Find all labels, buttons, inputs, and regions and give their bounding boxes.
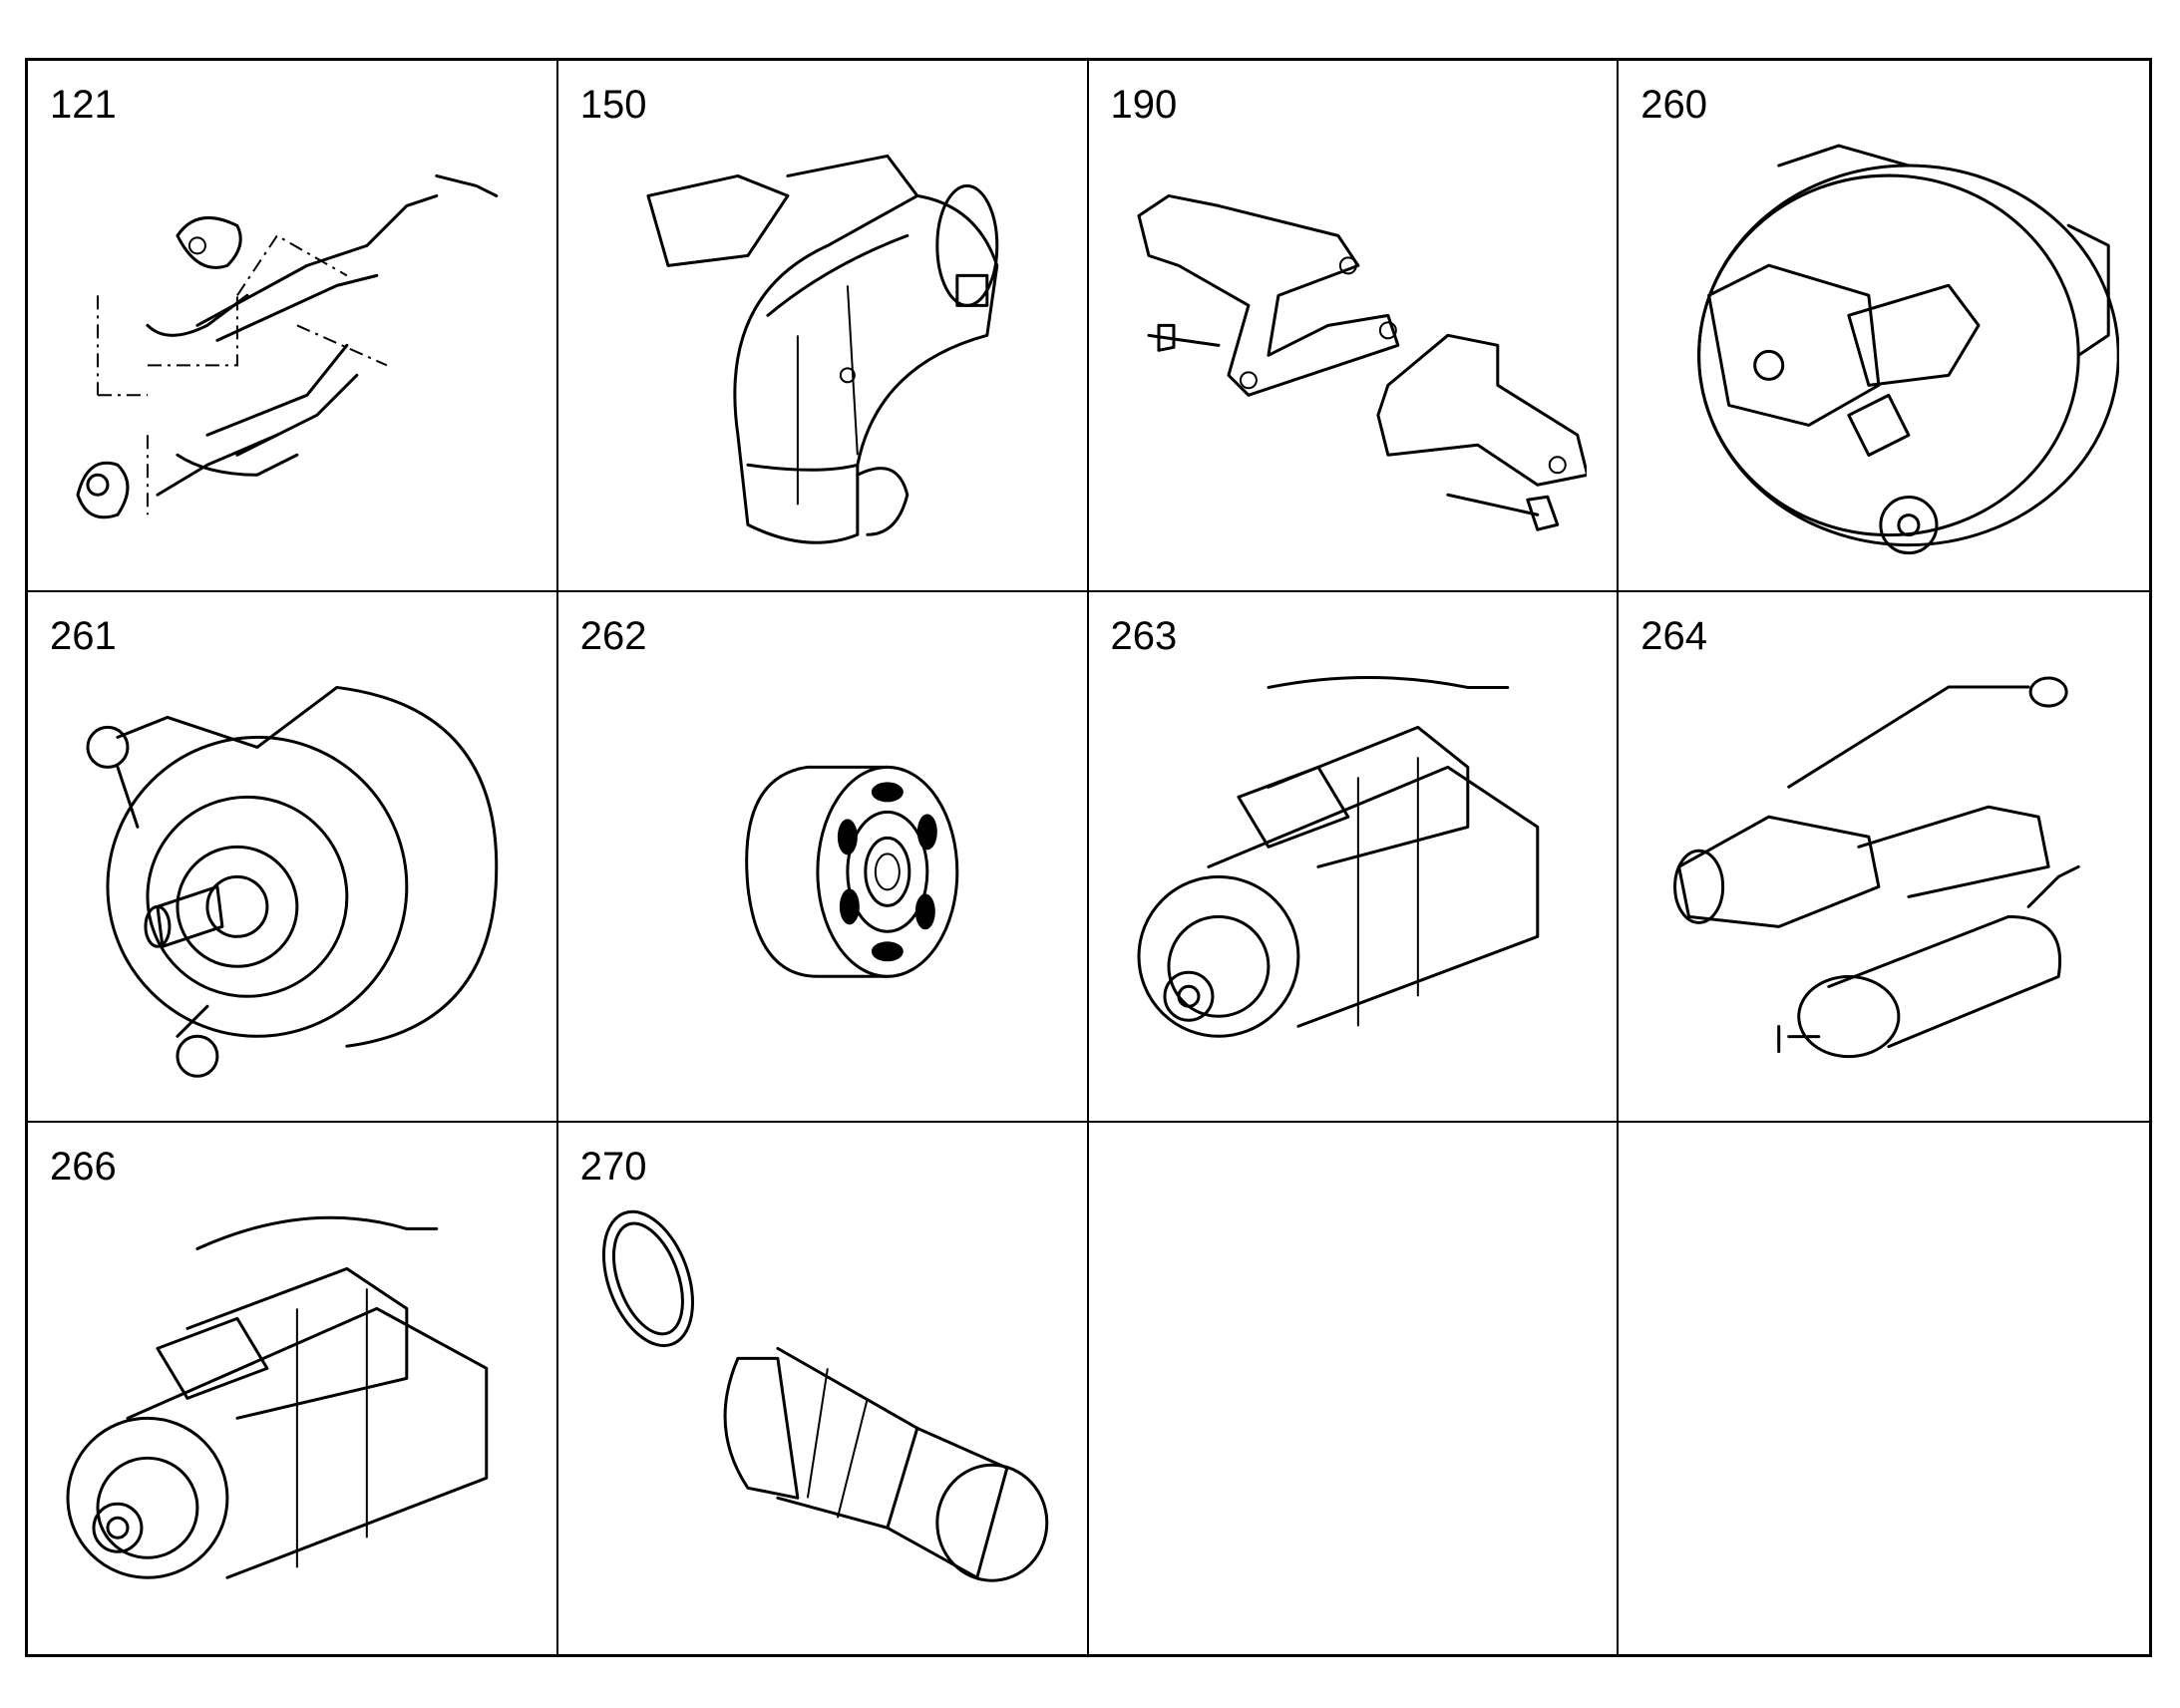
part-cell-190[interactable]: 190 <box>1088 61 1620 592</box>
mounting-brackets-icon <box>1136 193 1588 531</box>
part-cell-262[interactable]: 262 <box>557 591 1089 1124</box>
part-number: 263 <box>1110 613 1178 658</box>
alternator-front-icon <box>86 685 499 1078</box>
part-cell-264[interactable]: 264 <box>1619 592 2149 1124</box>
part-number: 262 <box>579 613 647 658</box>
part-number: 266 <box>50 1145 117 1190</box>
part-number: 261 <box>50 613 117 658</box>
part-cell-261[interactable]: 261 <box>28 591 558 1124</box>
pulley-icon <box>744 765 959 978</box>
part-cell-270[interactable]: 270 <box>558 1123 1089 1654</box>
alternator-rear-icon <box>1697 144 2119 555</box>
part-number: 260 <box>1640 83 1707 127</box>
starter-motor-icon <box>66 1216 489 1580</box>
part-number: 270 <box>579 1145 647 1190</box>
part-cell-260[interactable]: 260 <box>1619 61 2149 592</box>
part-cell-150[interactable]: 150 <box>557 61 1089 592</box>
part-number: 150 <box>579 83 647 127</box>
fuel-line-assembly-icon <box>76 173 499 519</box>
part-number: 121 <box>50 83 117 127</box>
empty-cell <box>1619 1123 2149 1654</box>
parts-grid: 121 150 <box>25 58 2152 1657</box>
part-cell-121[interactable]: 121 <box>28 61 558 592</box>
starter-motor-icon <box>1136 675 1539 1038</box>
part-number: 264 <box>1640 613 1707 658</box>
empty-cell <box>1089 1123 1620 1654</box>
intake-elbow-icon <box>646 154 999 544</box>
part-cell-263[interactable]: 263 <box>1088 591 1620 1124</box>
solenoid-icon <box>1673 676 2080 1058</box>
sensor-with-seal-ring-icon <box>601 1210 1049 1583</box>
part-number: 190 <box>1110 83 1178 127</box>
part-cell-266[interactable]: 266 <box>28 1123 558 1654</box>
